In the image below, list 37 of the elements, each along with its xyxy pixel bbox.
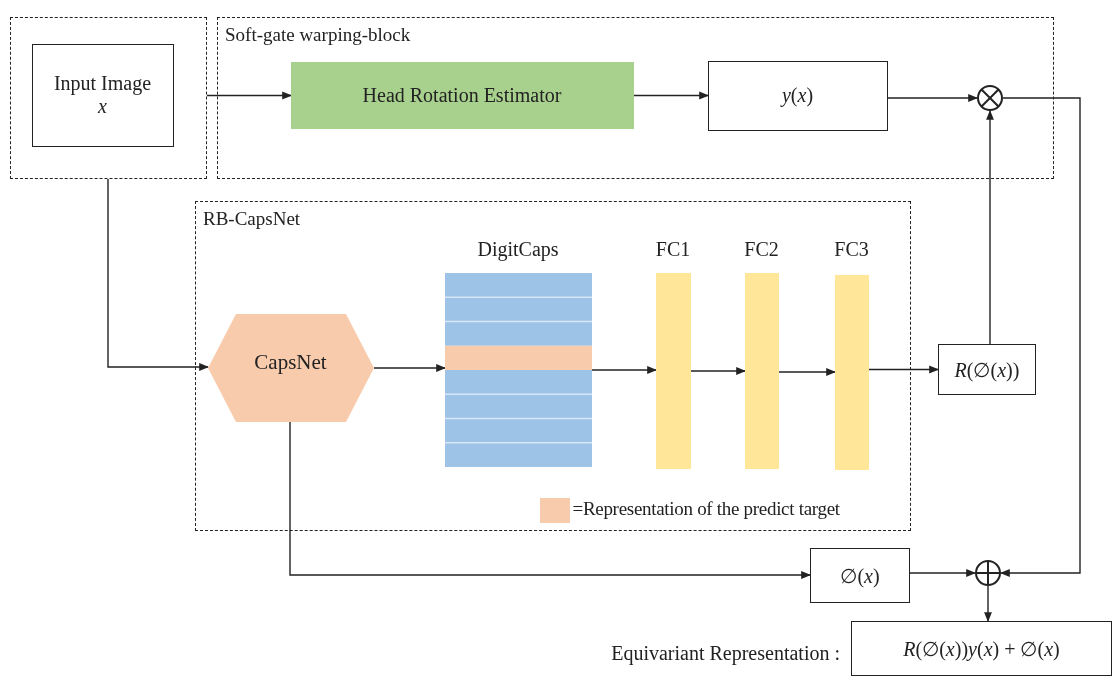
math-label: R(∅(x))y(x) + ∅(x) <box>903 636 1060 661</box>
math-label: x <box>98 95 107 118</box>
node-label: Input Image <box>53 72 152 95</box>
group-frame <box>10 17 207 179</box>
arrow <box>591 366 657 374</box>
arrow <box>690 367 746 375</box>
layer-label: FC3 <box>833 237 870 261</box>
group-frame <box>217 17 1054 179</box>
process-box <box>707 60 888 131</box>
math-label: y(x) <box>781 84 814 107</box>
arrow <box>206 91 292 100</box>
node-label: CapsNet <box>253 349 328 375</box>
arrow <box>868 365 939 374</box>
equation-label: Equivariant Representation : <box>611 642 840 665</box>
arrow <box>1000 97 1081 577</box>
layer-label: FC2 <box>743 237 780 261</box>
process-box <box>810 548 910 603</box>
arrow <box>289 421 811 579</box>
arrow <box>778 368 836 376</box>
arrow <box>107 178 209 371</box>
group-title: RB-CapsNet <box>203 208 301 230</box>
math-label: ∅(x) <box>840 563 880 588</box>
group-frame <box>195 201 911 531</box>
process-box <box>31 43 174 147</box>
math-label: R(∅(x)) <box>954 357 1020 382</box>
arrow <box>986 110 994 345</box>
arrow <box>909 569 976 577</box>
arrow <box>373 364 446 372</box>
process-box <box>938 344 1036 395</box>
legend-label: =Representation of the predict target <box>572 497 840 520</box>
layer-label: FC1 <box>654 237 692 261</box>
arrow <box>984 585 992 622</box>
process-box: Head Rotation Estimator <box>290 61 634 129</box>
group-title: Soft-gate warping-block <box>225 24 411 46</box>
arrow <box>633 91 709 100</box>
layer-label: DigitCaps <box>476 237 560 261</box>
arrow <box>887 94 978 102</box>
